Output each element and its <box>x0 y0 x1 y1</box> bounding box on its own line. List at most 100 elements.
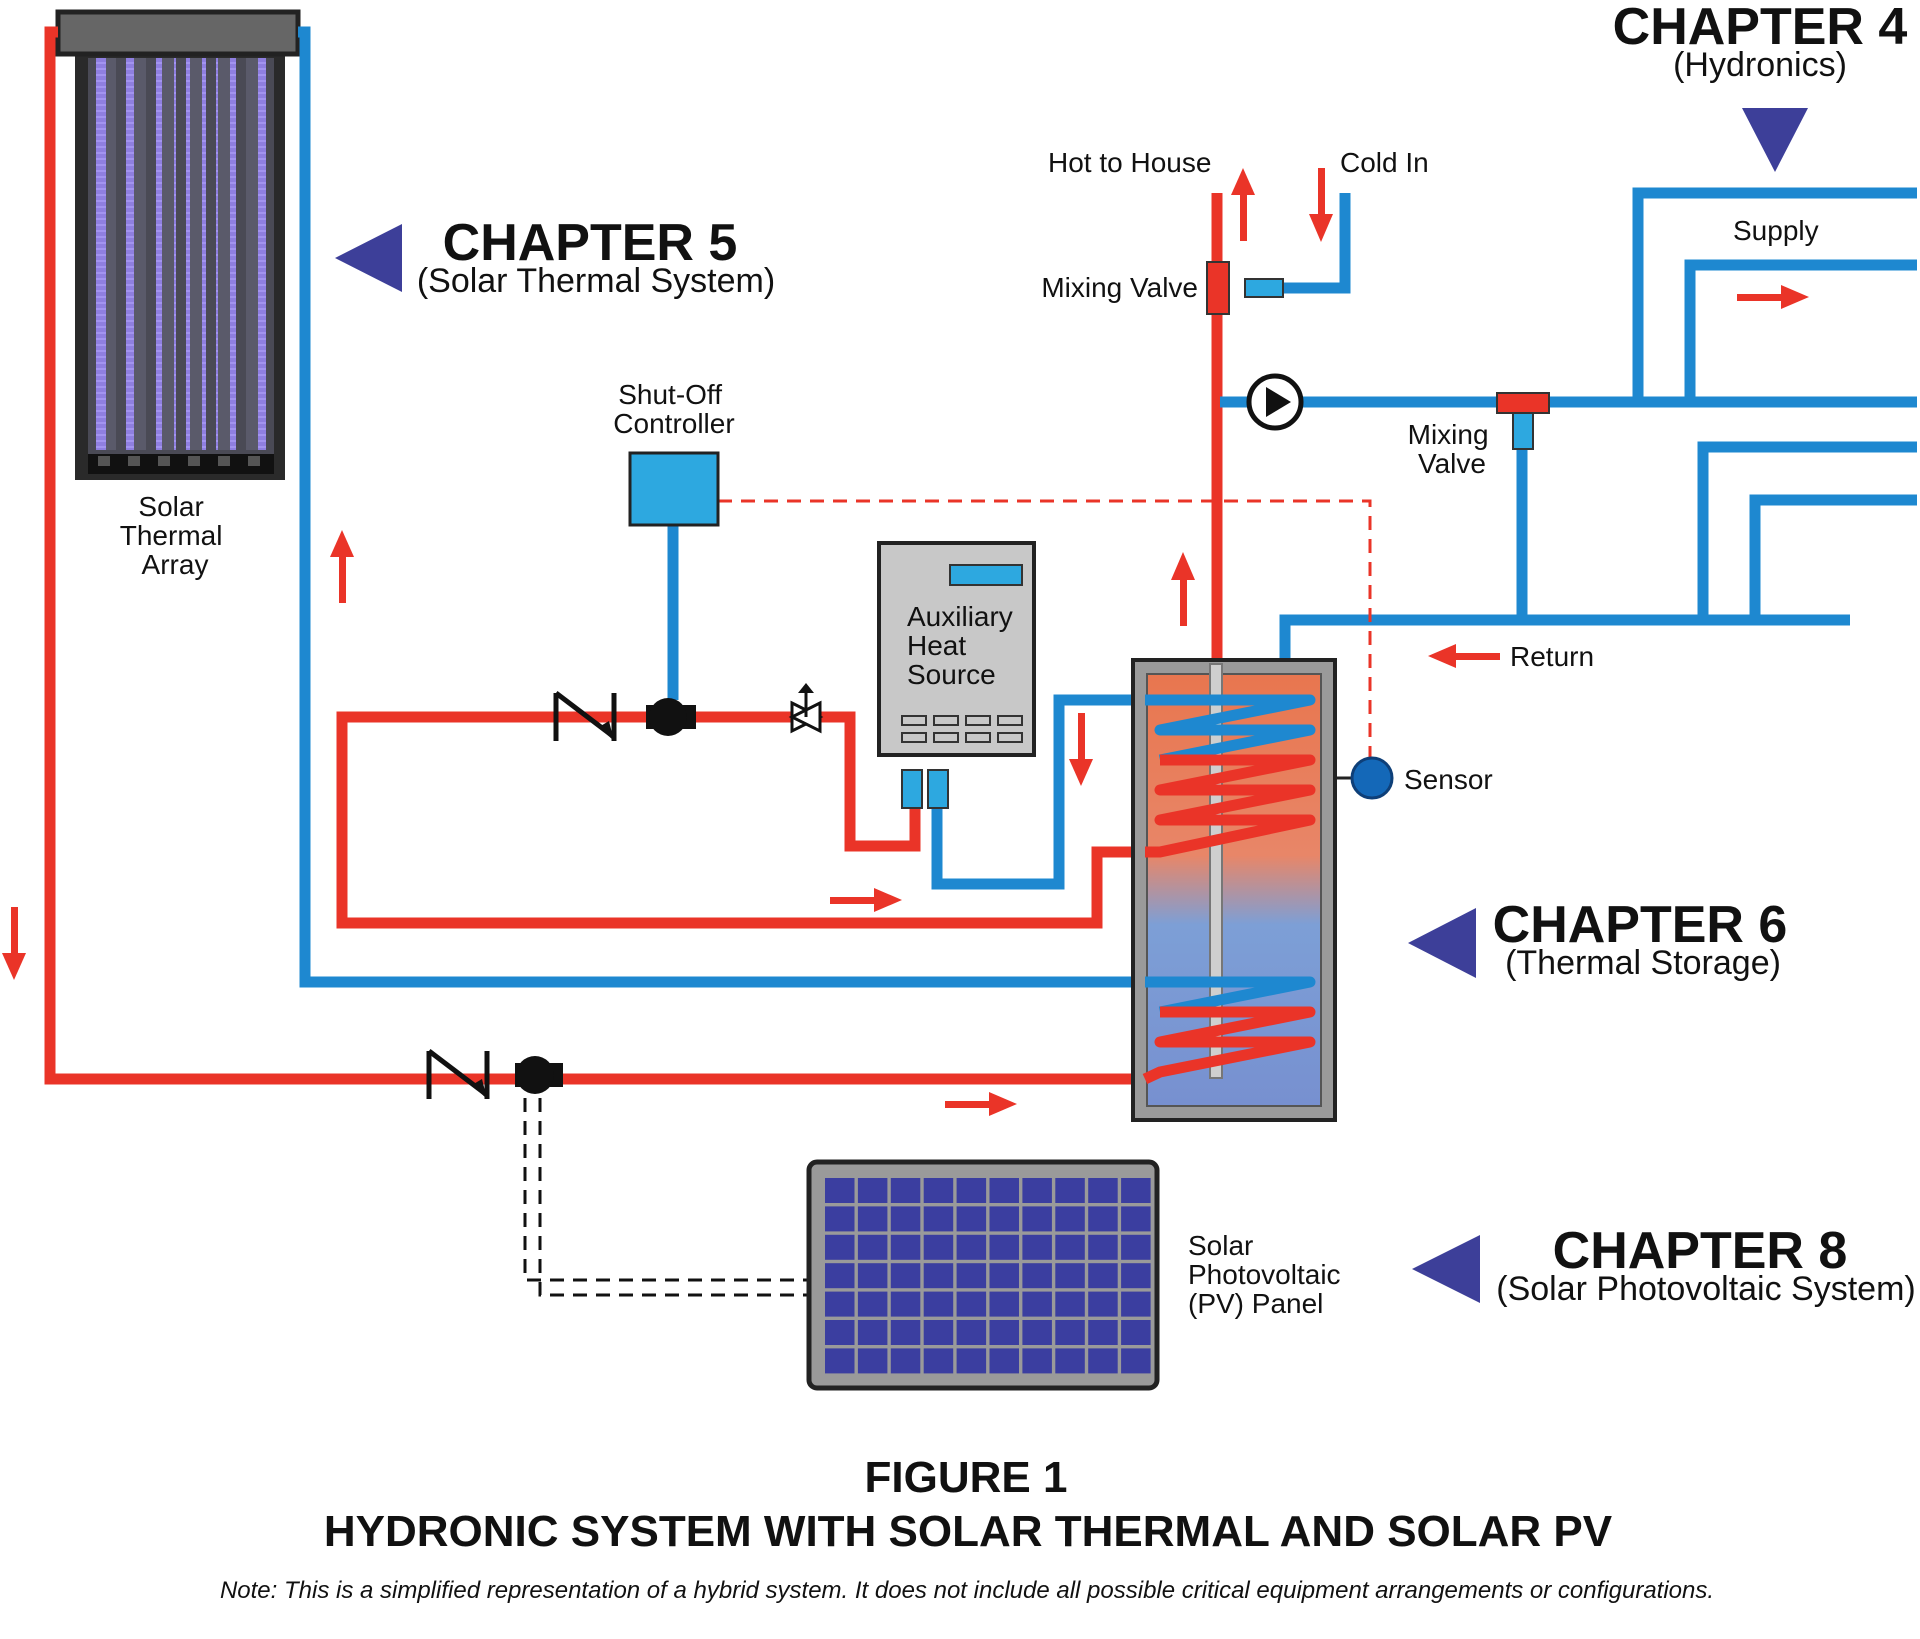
pv-cell <box>890 1206 921 1232</box>
pv-cell <box>923 1320 954 1345</box>
mixing-valve-port <box>1244 278 1284 298</box>
mixing-valve-top-label: Mixing Valve <box>1041 272 1198 303</box>
mixing-valve-right-body <box>1496 392 1550 414</box>
pv-cell <box>956 1206 987 1232</box>
pv-cell <box>989 1234 1019 1260</box>
pv-cell <box>1121 1320 1151 1345</box>
pv-cell <box>956 1263 987 1289</box>
dip-tube <box>1209 663 1223 1079</box>
pv-cell <box>956 1291 987 1317</box>
pump-icon <box>1246 373 1304 431</box>
pv-cell-grid <box>825 1178 1151 1374</box>
pv-cell <box>857 1234 888 1260</box>
pv-cell <box>857 1291 888 1317</box>
down-arrow-icon <box>1069 713 1093 786</box>
chapter-8-subtitle: (Solar Photovoltaic System) <box>1496 1270 1916 1308</box>
solar-pv-label: Solar Photovoltaic (PV) Panel <box>1188 1230 1348 1319</box>
pv-cell <box>857 1206 888 1232</box>
supply-branch-1 <box>1632 187 1917 402</box>
pv-cell <box>1055 1348 1085 1374</box>
solar-pv-panel <box>806 1159 1160 1391</box>
pv-cell <box>1088 1263 1118 1289</box>
pv-cell <box>956 1348 987 1374</box>
pv-cell <box>1022 1263 1052 1289</box>
down-arrow-icon <box>2 907 26 980</box>
pv-cell <box>989 1291 1019 1317</box>
pv-cell <box>923 1291 954 1317</box>
figure-title: HYDRONIC SYSTEM WITH SOLAR THERMAL AND S… <box>324 1507 1613 1556</box>
controller-signal-line <box>718 499 1372 770</box>
pump-icon <box>646 698 696 736</box>
return-branch-1 <box>1697 441 1917 620</box>
aux-hot-pipe <box>336 711 1145 929</box>
auxiliary-heat-source: Auxiliary Heat Source <box>877 541 1036 809</box>
pump-icon <box>515 1056 563 1094</box>
storage-tank <box>1131 658 1337 1122</box>
pv-cell <box>1022 1348 1052 1374</box>
pv-cell <box>1088 1291 1118 1317</box>
pv-cell <box>923 1206 954 1232</box>
pv-cell <box>989 1206 1019 1232</box>
pv-cell <box>1121 1234 1151 1260</box>
pv-cell <box>956 1320 987 1345</box>
supply-label: Supply <box>1733 215 1819 246</box>
aux-display <box>949 564 1023 586</box>
left-arrow-icon <box>1428 644 1500 668</box>
array-header <box>55 9 301 57</box>
figure-note: Note: This is a simplified representatio… <box>220 1577 1714 1604</box>
solar-thermal-array-label: Solar Thermal Array <box>120 491 230 580</box>
pv-cell <box>1121 1178 1151 1203</box>
pv-cell <box>1088 1206 1118 1232</box>
sensor-icon <box>1350 756 1394 800</box>
check-valve-icon <box>553 691 617 741</box>
solar-coil <box>1142 976 1316 1084</box>
pointer-triangle-icon <box>1408 908 1476 978</box>
return-main-pipe <box>1279 614 1850 662</box>
chapter-4-callout: CHAPTER 4 (Hydronics) <box>1613 0 1907 172</box>
pv-cell <box>1055 1206 1085 1232</box>
shutoff-controller-label: Shut-Off Controller <box>613 379 734 439</box>
relief-valve-icon <box>788 683 824 734</box>
right-arrow-icon <box>1737 285 1809 309</box>
shutoff-controller-box <box>628 451 720 527</box>
pv-cell <box>890 1234 921 1260</box>
solar-thermal-array <box>55 9 301 480</box>
pv-cell <box>825 1320 855 1345</box>
pv-cell <box>923 1234 954 1260</box>
pv-wire-inner <box>538 1098 808 1297</box>
pv-cell <box>1121 1348 1151 1374</box>
chapter-5-callout: CHAPTER 5 (Solar Thermal System) <box>335 214 775 300</box>
pv-cell <box>1088 1320 1118 1345</box>
pv-cell <box>923 1263 954 1289</box>
pv-cell <box>825 1206 855 1232</box>
pv-cell <box>825 1234 855 1260</box>
array-back <box>88 58 274 456</box>
pv-cell <box>1022 1178 1052 1203</box>
pv-cell <box>825 1348 855 1374</box>
pv-cell <box>956 1234 987 1260</box>
aux-vents <box>901 715 1023 743</box>
pv-cell <box>857 1178 888 1203</box>
pv-cell <box>989 1178 1019 1203</box>
return-label: Return <box>1510 641 1594 672</box>
chapter-4-subtitle: (Hydronics) <box>1673 46 1847 84</box>
return-branch-2 <box>1749 494 1917 620</box>
hot-to-house-label: Hot to House <box>1048 147 1211 178</box>
aux-label: Auxiliary Heat Source <box>907 601 1021 690</box>
hydronic-piping <box>1211 187 1917 668</box>
pv-cell <box>1121 1263 1151 1289</box>
pv-cell <box>1121 1206 1151 1232</box>
chapter-6-callout: CHAPTER 6 (Thermal Storage) <box>1408 896 1787 982</box>
pv-cell <box>1055 1291 1085 1317</box>
pv-cell <box>989 1320 1019 1345</box>
pv-cell <box>1055 1234 1085 1260</box>
aux-coil <box>1145 694 1316 858</box>
right-arrow-icon <box>830 888 902 912</box>
pv-cell <box>956 1178 987 1203</box>
pv-cell <box>1022 1291 1052 1317</box>
collector-supply-pipe <box>44 26 1145 1085</box>
up-arrow-icon <box>1231 168 1255 241</box>
supply-branch-2 <box>1684 259 1917 402</box>
pv-cell <box>890 1178 921 1203</box>
